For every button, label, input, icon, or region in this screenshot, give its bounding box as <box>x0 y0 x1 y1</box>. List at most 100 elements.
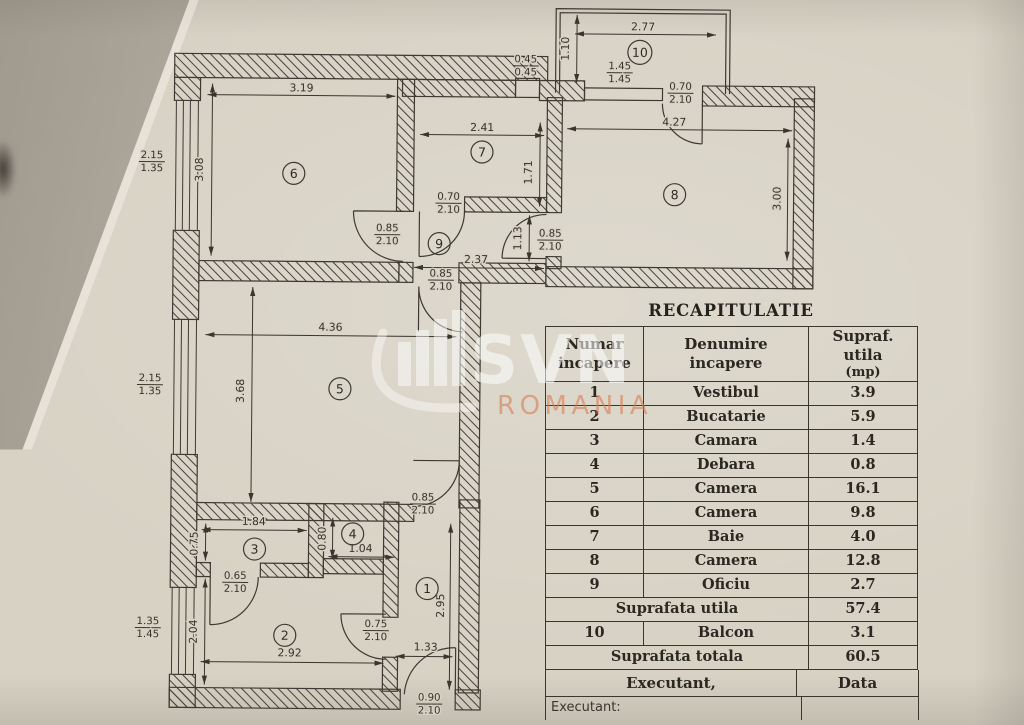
dimension-line <box>201 527 307 534</box>
room-number-circle <box>341 522 365 546</box>
fraction-label-top: 0.85 <box>430 269 453 280</box>
data-label: Data <box>837 673 878 692</box>
col-header-suprafata: Supraf.utila (mp) <box>808 326 918 382</box>
dimension-label: 1.13 <box>511 226 524 250</box>
dimension-line <box>200 659 384 666</box>
fraction-label-bottom: 2.10 <box>429 282 452 293</box>
dimension-line <box>784 138 791 261</box>
room-number-circle <box>242 537 267 561</box>
photo-artifact-blob <box>0 140 16 198</box>
fraction-label-top: 1.45 <box>608 61 631 72</box>
dimension-label: 0.80 <box>316 526 329 550</box>
dimension-line <box>248 287 256 503</box>
room-number: 7 <box>478 144 486 159</box>
fraction-label-top: 0.75 <box>364 619 387 630</box>
niche-outline <box>514 77 541 99</box>
fraction-label-top: 1.35 <box>136 616 159 627</box>
fraction-label-top: 0.70 <box>437 192 460 203</box>
fraction-label-top: 0.85 <box>376 223 399 234</box>
fraction-label-top: 0.85 <box>539 229 562 240</box>
room-number-circle <box>328 377 352 401</box>
room-number-circle <box>627 39 653 65</box>
window-lines <box>170 100 199 675</box>
dimension-line <box>328 554 395 560</box>
door-entry <box>403 647 457 695</box>
dimension-line <box>536 122 543 207</box>
dimension-label: 4.27 <box>662 116 686 129</box>
fraction-label-top: 2.15 <box>139 373 162 384</box>
fraction-label-bottom: 1.45 <box>608 74 631 85</box>
dimension-line <box>575 31 717 38</box>
dimension-label: 1.84 <box>242 515 266 528</box>
fraction-label-top: 0.65 <box>224 571 247 582</box>
room-number-circle <box>415 576 439 601</box>
dimension-line <box>205 332 457 340</box>
fraction-label-bottom: 1.35 <box>140 163 163 174</box>
fraction-label-top: 0.45 <box>514 54 537 65</box>
room-number: 6 <box>290 166 298 181</box>
dimension-line <box>208 83 216 256</box>
dimension-label: 1.33 <box>414 640 438 653</box>
door-room5-top <box>417 286 463 333</box>
dimension-label: 3.08 <box>193 157 206 181</box>
executant-signature-row: Executant: <box>545 696 919 720</box>
dimension-label: 1.10 <box>559 37 572 61</box>
room-number: 9 <box>435 236 443 251</box>
dimension-label: 2.95 <box>434 594 447 618</box>
fraction-label-top: 2.15 <box>141 150 164 161</box>
room-number-circle <box>427 232 451 256</box>
table-title: RECAPITULATIE <box>648 301 814 320</box>
dimension-label: 1.04 <box>348 542 372 555</box>
room-number-circle <box>663 183 687 207</box>
executant-below-label: Executant: <box>546 696 802 720</box>
room-number: 2 <box>281 628 289 643</box>
dimension-line <box>574 14 580 83</box>
dimension-label: 2.37 <box>464 253 488 266</box>
door-room6 <box>352 210 404 262</box>
door-room8 <box>501 213 547 260</box>
fraction-label-top: 0.70 <box>669 82 692 93</box>
dimension-label: 0.75 <box>187 531 200 555</box>
balcony-sill <box>583 87 664 102</box>
dimension-line <box>420 131 545 139</box>
fraction-label-top: 0.90 <box>418 692 441 703</box>
room-number-circle <box>470 140 494 164</box>
executant-label: Executant, <box>546 669 797 696</box>
dimension-label: 3.00 <box>770 186 783 210</box>
dimension-label: 3.68 <box>234 379 247 403</box>
fraction-label-top: 0.85 <box>412 492 435 503</box>
fraction-label-bottom: 2.10 <box>539 242 562 253</box>
room-number-circle <box>282 161 306 185</box>
walls-group <box>168 52 816 711</box>
balcony-outline <box>514 8 731 102</box>
dimension-label: 4.36 <box>318 321 342 334</box>
dimension-label: 3.19 <box>289 81 313 94</box>
dimension-label: 1.71 <box>522 160 535 184</box>
fraction-label-bottom: 2.10 <box>224 584 247 595</box>
fraction-label-bottom: 1.35 <box>138 386 161 397</box>
executant-data-row: Executant, Data <box>545 669 919 697</box>
room-number: 5 <box>336 381 344 396</box>
fraction-label-bottom: 2.10 <box>364 632 387 643</box>
fraction-label-bottom: 2.10 <box>411 505 434 516</box>
doors-group <box>209 103 704 695</box>
dimension-lines: 3.193.082.411.714.273.002.771.102.371.13… <box>185 14 793 690</box>
dimension-line <box>207 92 396 99</box>
room-number: 8 <box>671 187 679 202</box>
